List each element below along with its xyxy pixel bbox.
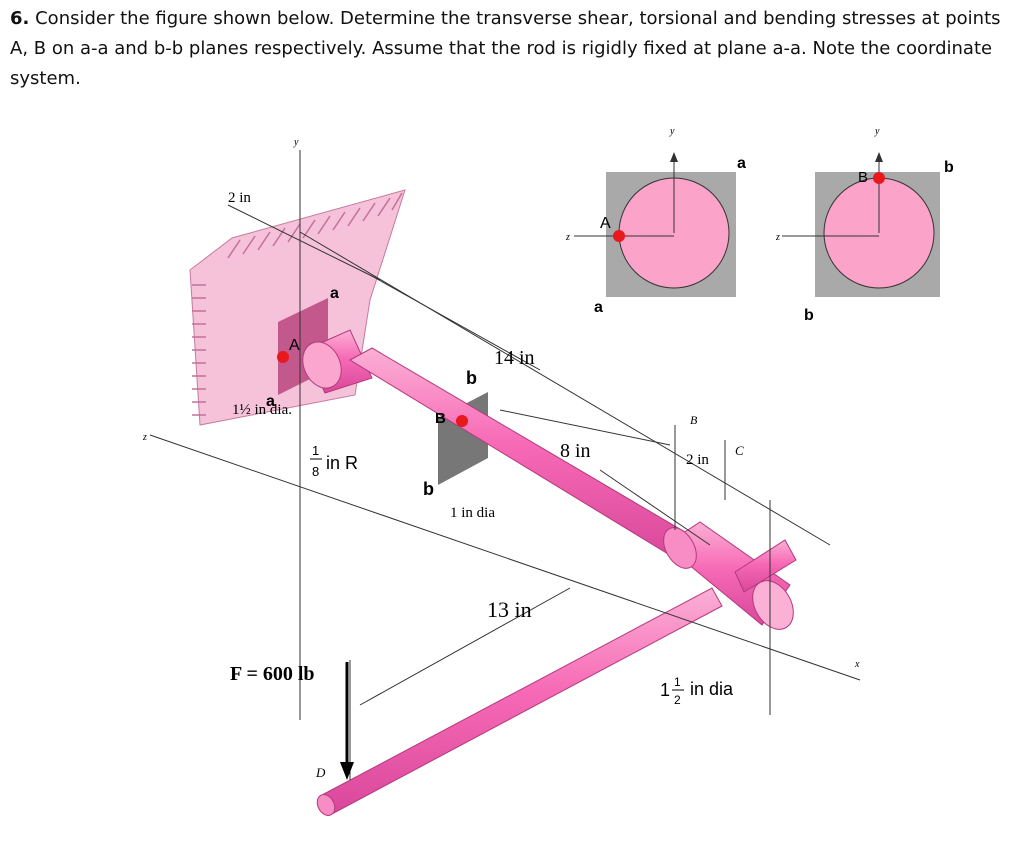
dim-2-right-label: 2 in: [686, 452, 709, 468]
problem-number: 6.: [10, 8, 30, 29]
label-a-top: a: [330, 285, 339, 302]
section-a-axis-y: y: [669, 126, 675, 137]
label-C: C: [735, 443, 744, 458]
small-dia-label: 1 in dia: [450, 505, 495, 521]
problem-text: Consider the figure shown below. Determi…: [10, 8, 1001, 89]
section-b-axis-z: z: [775, 232, 780, 243]
section-a-a: [574, 152, 736, 297]
axis-x-main: x: [854, 659, 860, 670]
left-dia-label: 1½ in dia.: [232, 402, 292, 418]
label-b-bottom: b: [423, 479, 434, 499]
label-A-shaft: A: [289, 337, 300, 354]
axis-y-main: y: [293, 137, 299, 148]
fillet-radius-label: 1 8 in R: [310, 443, 358, 479]
coordinate-axes: [149, 150, 861, 720]
big-dia-whole: 1: [660, 680, 670, 700]
section-b-point-B: B: [858, 169, 868, 186]
dim-13-label: 13 in: [487, 597, 532, 622]
section-a-point-A: A: [600, 215, 611, 232]
section-b-label-bottom: b: [804, 307, 814, 324]
fixed-wall: [189, 189, 406, 426]
big-dia-label: 1 1 2 in dia: [660, 675, 734, 707]
section-b-label-top: b: [944, 159, 954, 176]
label-B-dim: B: [690, 413, 698, 427]
shaft: [302, 329, 794, 630]
section-b-axis-y: y: [874, 126, 880, 137]
point-B-marker: [456, 415, 468, 427]
fillet-num: 1: [312, 443, 319, 458]
dim-8-label: 8 in: [560, 440, 591, 462]
force-label: F = 600 lb: [230, 663, 315, 685]
big-dia-num: 1: [674, 675, 681, 689]
wall-dim-label: 2 in: [228, 190, 251, 206]
section-b-b: [782, 152, 940, 297]
label-D: D: [315, 765, 326, 780]
force-arrow: [340, 662, 354, 780]
crank-rod: [316, 539, 797, 816]
label-b-top: b: [466, 368, 477, 388]
point-A-marker: [277, 351, 289, 363]
dimension-lines: [227, 204, 771, 780]
label-a-bottom: a: [266, 393, 275, 410]
problem-statement: 6. Consider the figure shown below. Dete…: [10, 4, 1014, 94]
axis-z-main: z: [142, 432, 147, 443]
big-dia-unit: in dia: [690, 679, 734, 699]
label-B-shaft: B: [435, 410, 446, 427]
fillet-unit: in R: [326, 453, 358, 473]
section-a-label-top: a: [737, 155, 746, 172]
big-dia-den: 2: [674, 693, 681, 707]
dim-14-label: 14 in: [494, 347, 535, 369]
section-a-axis-z: z: [565, 232, 570, 243]
fillet-den: 8: [312, 464, 319, 479]
section-a-label-bottom: a: [594, 299, 603, 316]
